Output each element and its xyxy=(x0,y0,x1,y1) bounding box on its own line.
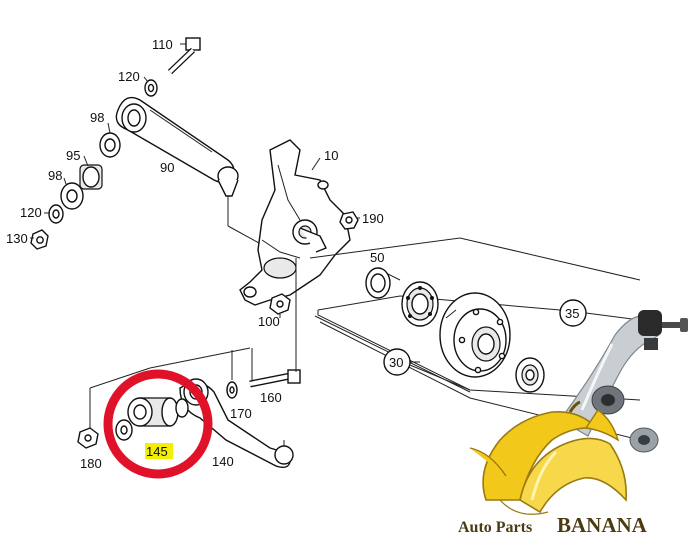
callout-170: 170 xyxy=(230,406,252,421)
upper-leader-lines xyxy=(30,43,269,249)
highlight-label-bg xyxy=(145,443,173,459)
banana-icon xyxy=(469,400,627,515)
upper-arm-group xyxy=(30,37,239,250)
callout-120-bottom: 120 xyxy=(20,205,42,220)
nut-100 xyxy=(269,293,291,318)
bolt-160 xyxy=(249,369,301,388)
callout-labels: 110 120 98 95 98 120 130 90 10 190 50 10… xyxy=(6,37,579,471)
callout-95: 95 xyxy=(66,148,80,163)
upper-control-arm-90 xyxy=(115,96,239,206)
brand-banana: BANANA xyxy=(557,513,648,537)
callout-100: 100 xyxy=(258,314,280,329)
highlight-circle xyxy=(103,369,213,479)
callout-180: 180 xyxy=(80,456,102,471)
brand-overlay: Auto Parts BANANA xyxy=(458,310,688,537)
wheel-hub xyxy=(439,292,511,378)
callout-98-top: 98 xyxy=(90,110,104,125)
callout-130: 130 xyxy=(6,231,28,246)
callout-190: 190 xyxy=(362,211,384,226)
hub-bearing-group xyxy=(309,237,641,441)
callout-10: 10 xyxy=(324,148,338,163)
callout-35: 35 xyxy=(565,306,579,321)
wheel-bearing xyxy=(401,281,439,327)
steering-knuckle-10 xyxy=(239,139,359,306)
callout-140: 140 xyxy=(212,454,234,469)
callout-50: 50 xyxy=(370,250,384,265)
callout-98-bottom: 98 xyxy=(48,168,62,183)
callout-160: 160 xyxy=(260,390,282,405)
bushing-stack xyxy=(30,132,121,250)
callout-circle-35 xyxy=(559,299,587,327)
brand-auto-parts: Auto Parts xyxy=(458,519,532,536)
bushing-145 xyxy=(115,397,189,441)
bolt-110 xyxy=(167,37,201,75)
callout-120-top: 120 xyxy=(118,69,140,84)
callout-30: 30 xyxy=(389,355,403,370)
callout-110: 110 xyxy=(152,37,173,52)
knuckle-leader-lines xyxy=(295,157,360,368)
callout-145: 145 xyxy=(146,444,168,459)
callout-90: 90 xyxy=(160,160,174,175)
callout-circle-30 xyxy=(383,348,411,376)
control-arm-render xyxy=(559,310,688,453)
